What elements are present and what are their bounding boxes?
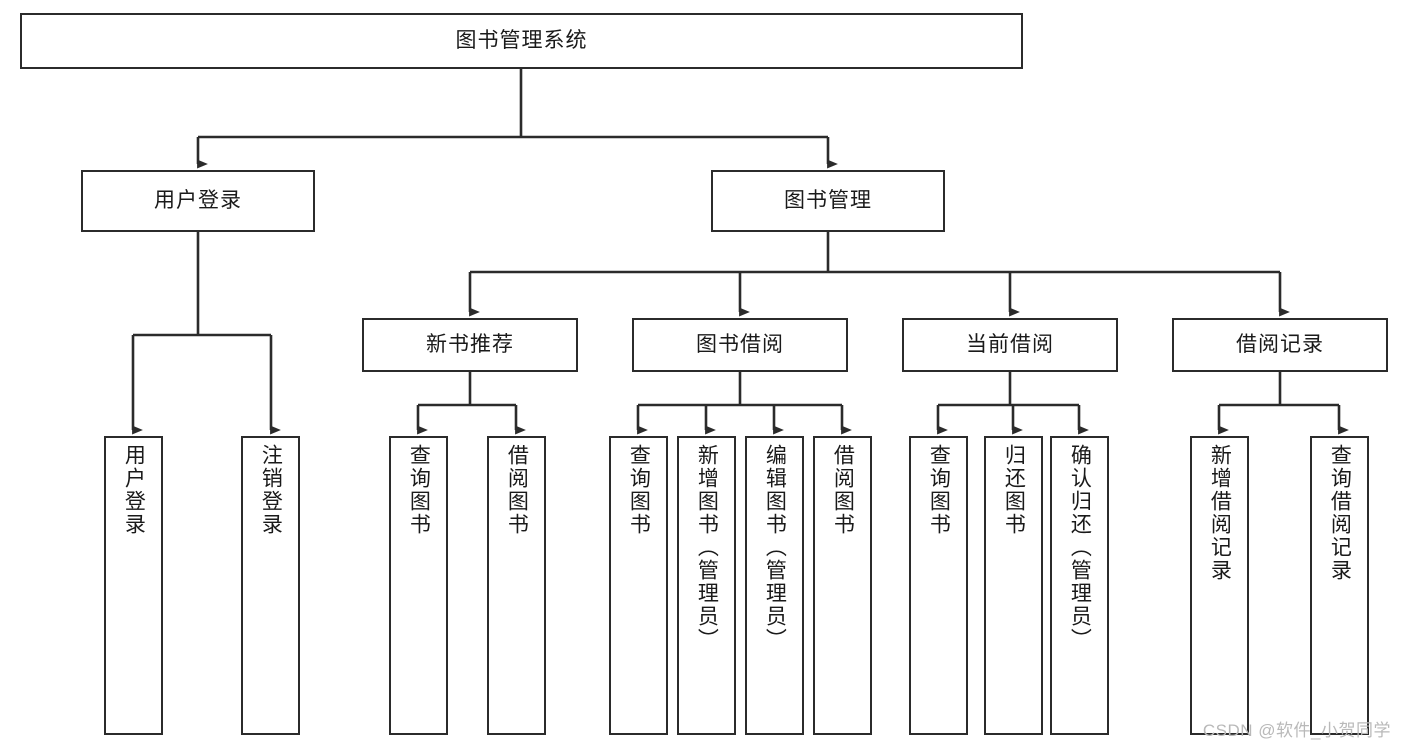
node-leaf-user-login[interactable]: 用户登录 <box>104 436 163 735</box>
node-user-login-label: 用户登录 <box>154 189 242 213</box>
node-book-manage[interactable]: 图书管理 <box>711 170 945 232</box>
node-leaf-add-book[interactable]: 新增图书（管理员） <box>677 436 736 735</box>
node-leaf-query-book-2-label: 查询图书 <box>627 444 651 536</box>
node-leaf-query-record-label: 查询借阅记录 <box>1328 444 1352 582</box>
node-leaf-query-book-1[interactable]: 查询图书 <box>389 436 448 735</box>
node-borrow-record-label: 借阅记录 <box>1236 333 1324 357</box>
node-leaf-borrow-book-2-label: 借阅图书 <box>831 444 855 536</box>
node-leaf-borrow-book-1[interactable]: 借阅图书 <box>487 436 546 735</box>
node-leaf-query-record[interactable]: 查询借阅记录 <box>1310 436 1369 735</box>
node-leaf-query-book-3[interactable]: 查询图书 <box>909 436 968 735</box>
node-leaf-add-book-label: 新增图书（管理员） <box>695 444 719 651</box>
node-leaf-borrow-book-1-label: 借阅图书 <box>505 444 529 536</box>
node-leaf-edit-book[interactable]: 编辑图书（管理员） <box>745 436 804 735</box>
node-leaf-query-book-2[interactable]: 查询图书 <box>609 436 668 735</box>
node-book-borrow-label: 图书借阅 <box>696 333 784 357</box>
node-leaf-return-book-label: 归还图书 <box>1002 444 1026 536</box>
node-leaf-borrow-book-2[interactable]: 借阅图书 <box>813 436 872 735</box>
node-new-book-rec[interactable]: 新书推荐 <box>362 318 578 372</box>
node-leaf-edit-book-label: 编辑图书（管理员） <box>763 444 787 651</box>
node-root[interactable]: 图书管理系统 <box>20 13 1023 69</box>
node-new-book-rec-label: 新书推荐 <box>426 333 514 357</box>
node-leaf-query-book-3-label: 查询图书 <box>927 444 951 536</box>
node-leaf-logout[interactable]: 注销登录 <box>241 436 300 735</box>
node-leaf-logout-label: 注销登录 <box>259 444 283 536</box>
node-root-label: 图书管理系统 <box>455 29 588 53</box>
node-leaf-user-login-label: 用户登录 <box>122 444 146 536</box>
watermark: CSDN @软件_小贺同学 <box>1202 721 1391 740</box>
node-leaf-confirm-return-label: 确认归还（管理员） <box>1068 444 1092 651</box>
node-current-borrow[interactable]: 当前借阅 <box>902 318 1118 372</box>
node-borrow-record[interactable]: 借阅记录 <box>1172 318 1388 372</box>
node-current-borrow-label: 当前借阅 <box>966 333 1054 357</box>
node-leaf-add-record-label: 新增借阅记录 <box>1208 444 1232 582</box>
node-leaf-add-record[interactable]: 新增借阅记录 <box>1190 436 1249 735</box>
node-leaf-confirm-return[interactable]: 确认归还（管理员） <box>1050 436 1109 735</box>
node-leaf-query-book-1-label: 查询图书 <box>407 444 431 536</box>
node-book-borrow[interactable]: 图书借阅 <box>632 318 848 372</box>
node-leaf-return-book[interactable]: 归还图书 <box>984 436 1043 735</box>
node-user-login[interactable]: 用户登录 <box>81 170 315 232</box>
node-book-manage-label: 图书管理 <box>784 189 872 213</box>
